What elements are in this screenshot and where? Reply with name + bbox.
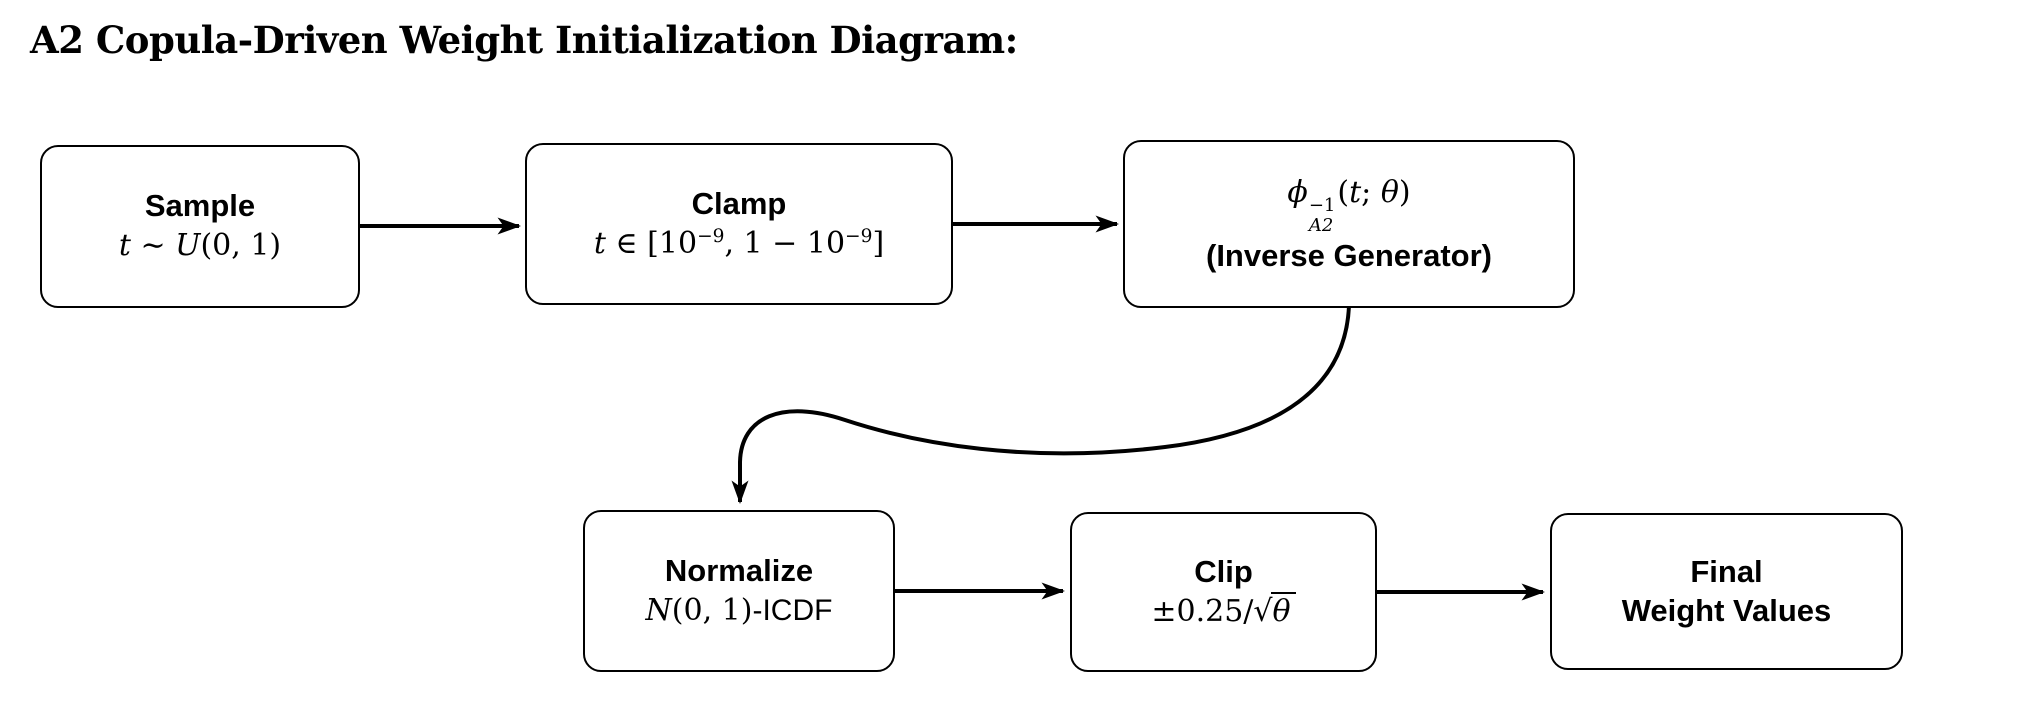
formula-fragment: ] bbox=[872, 225, 885, 261]
node-final-weights-line2: Weight Values bbox=[1621, 593, 1832, 628]
formula-fragment: (0, 1) bbox=[200, 228, 282, 264]
node-clamp-formula: t ∈ [10−9, 1 − 10−9] bbox=[594, 225, 884, 263]
formula-fragment: 10 bbox=[658, 225, 698, 261]
formula-fragment: ∼ bbox=[130, 228, 176, 264]
radical-symbol: √ bbox=[1253, 593, 1273, 629]
node-clip-formula: ±0.25/√θ bbox=[1151, 591, 1296, 631]
formula-fragment: -ICDF bbox=[752, 593, 833, 627]
node-clip-title: Clip bbox=[1194, 553, 1253, 589]
theta-symbol: θ bbox=[1270, 591, 1296, 629]
node-normalize-title: Normalize bbox=[664, 552, 814, 588]
formula-fragment: t bbox=[593, 225, 606, 261]
node-sample: Sample t ∼ U(0, 1) bbox=[40, 145, 360, 308]
formula-fragment: ±0.25/ bbox=[1151, 593, 1254, 629]
formula-fragment: ∈ [ bbox=[605, 225, 659, 261]
formula-fragment: t bbox=[118, 228, 131, 264]
formula-fragment: ; bbox=[1361, 175, 1381, 211]
normal-distribution-symbol: N bbox=[645, 592, 672, 628]
formula-exponent: −1 bbox=[1308, 195, 1336, 217]
node-clip: Clip ±0.25/√θ bbox=[1070, 512, 1377, 672]
formula-exponent: −9 bbox=[845, 225, 873, 247]
formula-subscript: A2 bbox=[1308, 214, 1334, 236]
node-sample-formula: t ∼ U(0, 1) bbox=[119, 227, 281, 265]
node-final-weights: Final Weight Values bbox=[1550, 513, 1903, 670]
diagram-title: A2 Copula-Driven Weight Initialization D… bbox=[30, 18, 1018, 62]
node-final-weights-line1: Final bbox=[1690, 554, 1763, 590]
node-sample-title: Sample bbox=[144, 188, 256, 224]
node-inverse-generator-caption: (Inverse Generator) bbox=[1206, 238, 1492, 274]
node-clamp-title: Clamp bbox=[691, 185, 787, 221]
formula-fragment: (0, 1) bbox=[671, 592, 753, 628]
formula-fragment: t bbox=[1349, 175, 1362, 211]
formula-fragment: U bbox=[175, 228, 201, 264]
arrow-inverse-to-normalize-curve bbox=[731, 305, 1351, 504]
formula-fragment: ( bbox=[1337, 175, 1350, 211]
formula-fragment: ) bbox=[1398, 175, 1411, 211]
formula-fragment: , 1 − 10 bbox=[724, 225, 846, 261]
node-clamp: Clamp t ∈ [10−9, 1 − 10−9] bbox=[525, 143, 953, 305]
node-normalize-formula: N(0, 1)-ICDF bbox=[646, 592, 833, 630]
node-normalize: Normalize N(0, 1)-ICDF bbox=[583, 510, 895, 672]
theta-symbol: θ bbox=[1380, 175, 1399, 211]
formula-exponent: −9 bbox=[697, 225, 725, 247]
phi-symbol: ϕ bbox=[1287, 175, 1308, 211]
